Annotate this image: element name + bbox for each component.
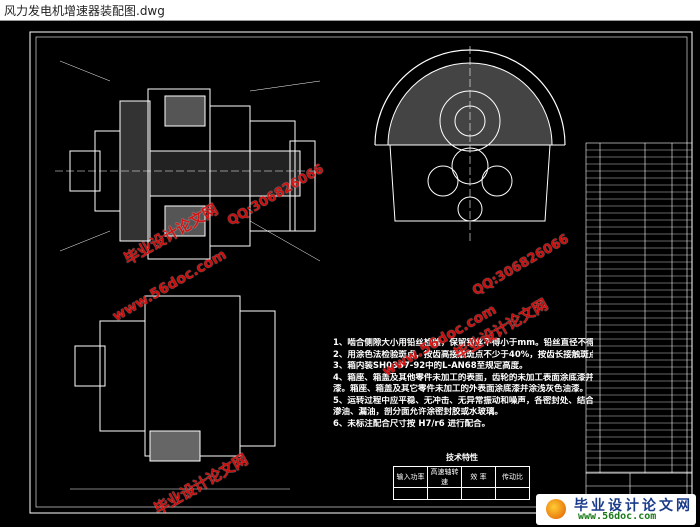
side-view xyxy=(374,46,566,241)
title-bar: 风力发电机增速器装配图.dwg xyxy=(0,0,700,21)
site-logo: 毕业设计论文网 www.56doc.com xyxy=(536,494,696,525)
note-line: 漆。箱座、箱盖及其它零件未加工的外表面涂底漆并涂浅灰色油漆。 xyxy=(333,384,589,394)
spec-value xyxy=(393,487,428,500)
drawing-canvas[interactable]: 1、啮合侧隙大小用铅丝检验，保留铅丝不得小于mm。铅丝直径不得大于最小侧隙的四倍… xyxy=(0,21,700,527)
note-line: 3、箱内装SH0357-92中的L-AN68至规定高度。 xyxy=(333,361,528,371)
spec-header: 效 率 xyxy=(461,466,496,488)
spec-value xyxy=(461,487,496,500)
window-title: 风力发电机增速器装配图.dwg xyxy=(4,4,165,18)
note-line: 2、用涂色法检验斑点，按齿高接触斑点不少于40%，按齿长接触斑点不少于50%。 xyxy=(333,349,593,360)
logo-url: www.56doc.com xyxy=(578,511,657,522)
note-line: 渗油、漏油，剖分面允许涂密封胶或水玻璃。 xyxy=(333,407,504,417)
spec-header: 高速轴转速 xyxy=(427,466,462,488)
cad-drawing xyxy=(29,31,693,514)
spec-header: 传动比 xyxy=(495,466,530,488)
note-line: 6、未标注配合尺寸按 H7/r6 进行配合。 xyxy=(333,418,491,429)
main-section-view xyxy=(55,60,321,262)
note-line: 4、箱座、箱盖及其他零件未加工的表面，齿轮的未加工表面涂底漆并涂红色耐油油 xyxy=(333,372,593,383)
inner-frame xyxy=(35,36,688,508)
spec-value xyxy=(495,487,530,500)
spec-value xyxy=(427,487,462,500)
spec-table: 输入功率高速轴转速效 率传动比 xyxy=(393,466,530,500)
note-line: 1、啮合侧隙大小用铅丝检验，保留铅丝不得小于mm。铅丝直径不得大于最小侧隙的四倍… xyxy=(333,338,593,348)
logo-name: 毕业设计论文网 xyxy=(574,498,693,514)
bottom-view xyxy=(70,295,290,490)
spec-title: 技术特性 xyxy=(446,453,478,462)
parts-list xyxy=(585,142,693,474)
logo-icon xyxy=(546,499,566,519)
note-line: 5、运转过程中应平稳、无冲击、无异常振动和噪声，各密封处、结合处均不得 xyxy=(333,395,593,406)
spec-header: 输入功率 xyxy=(393,466,428,488)
technical-requirements: 1、啮合侧隙大小用铅丝检验，保留铅丝不得小于mm。铅丝直径不得大于最小侧隙的四倍… xyxy=(333,338,593,430)
